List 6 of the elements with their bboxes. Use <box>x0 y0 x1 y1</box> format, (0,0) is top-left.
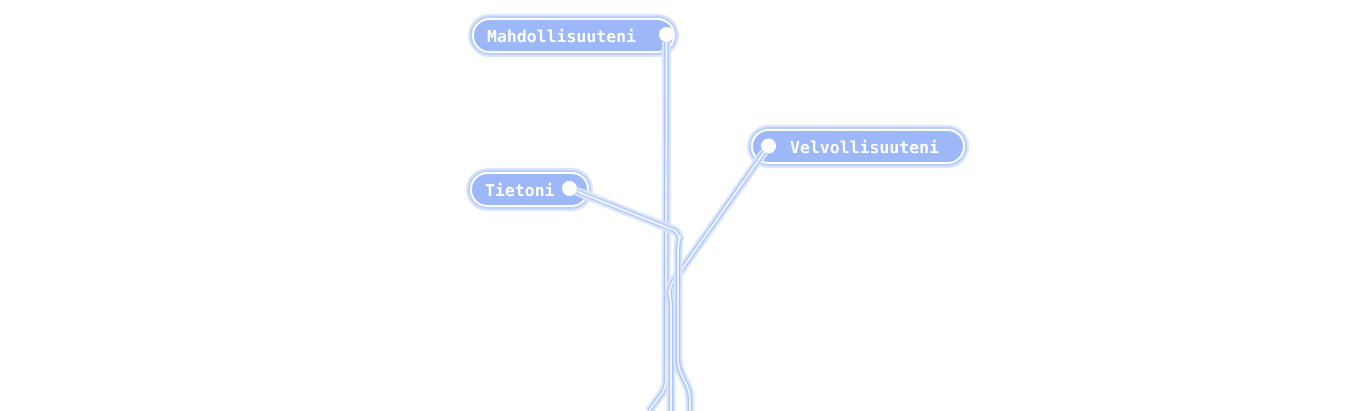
label-pill: Tietoni <box>466 168 593 211</box>
connector-line <box>574 187 695 411</box>
label-pill: Mahdollisuuteni <box>468 14 679 57</box>
connector-line <box>645 41 671 411</box>
connector-line <box>664 149 768 411</box>
label-pill: Velvollisuuteni <box>747 125 969 168</box>
